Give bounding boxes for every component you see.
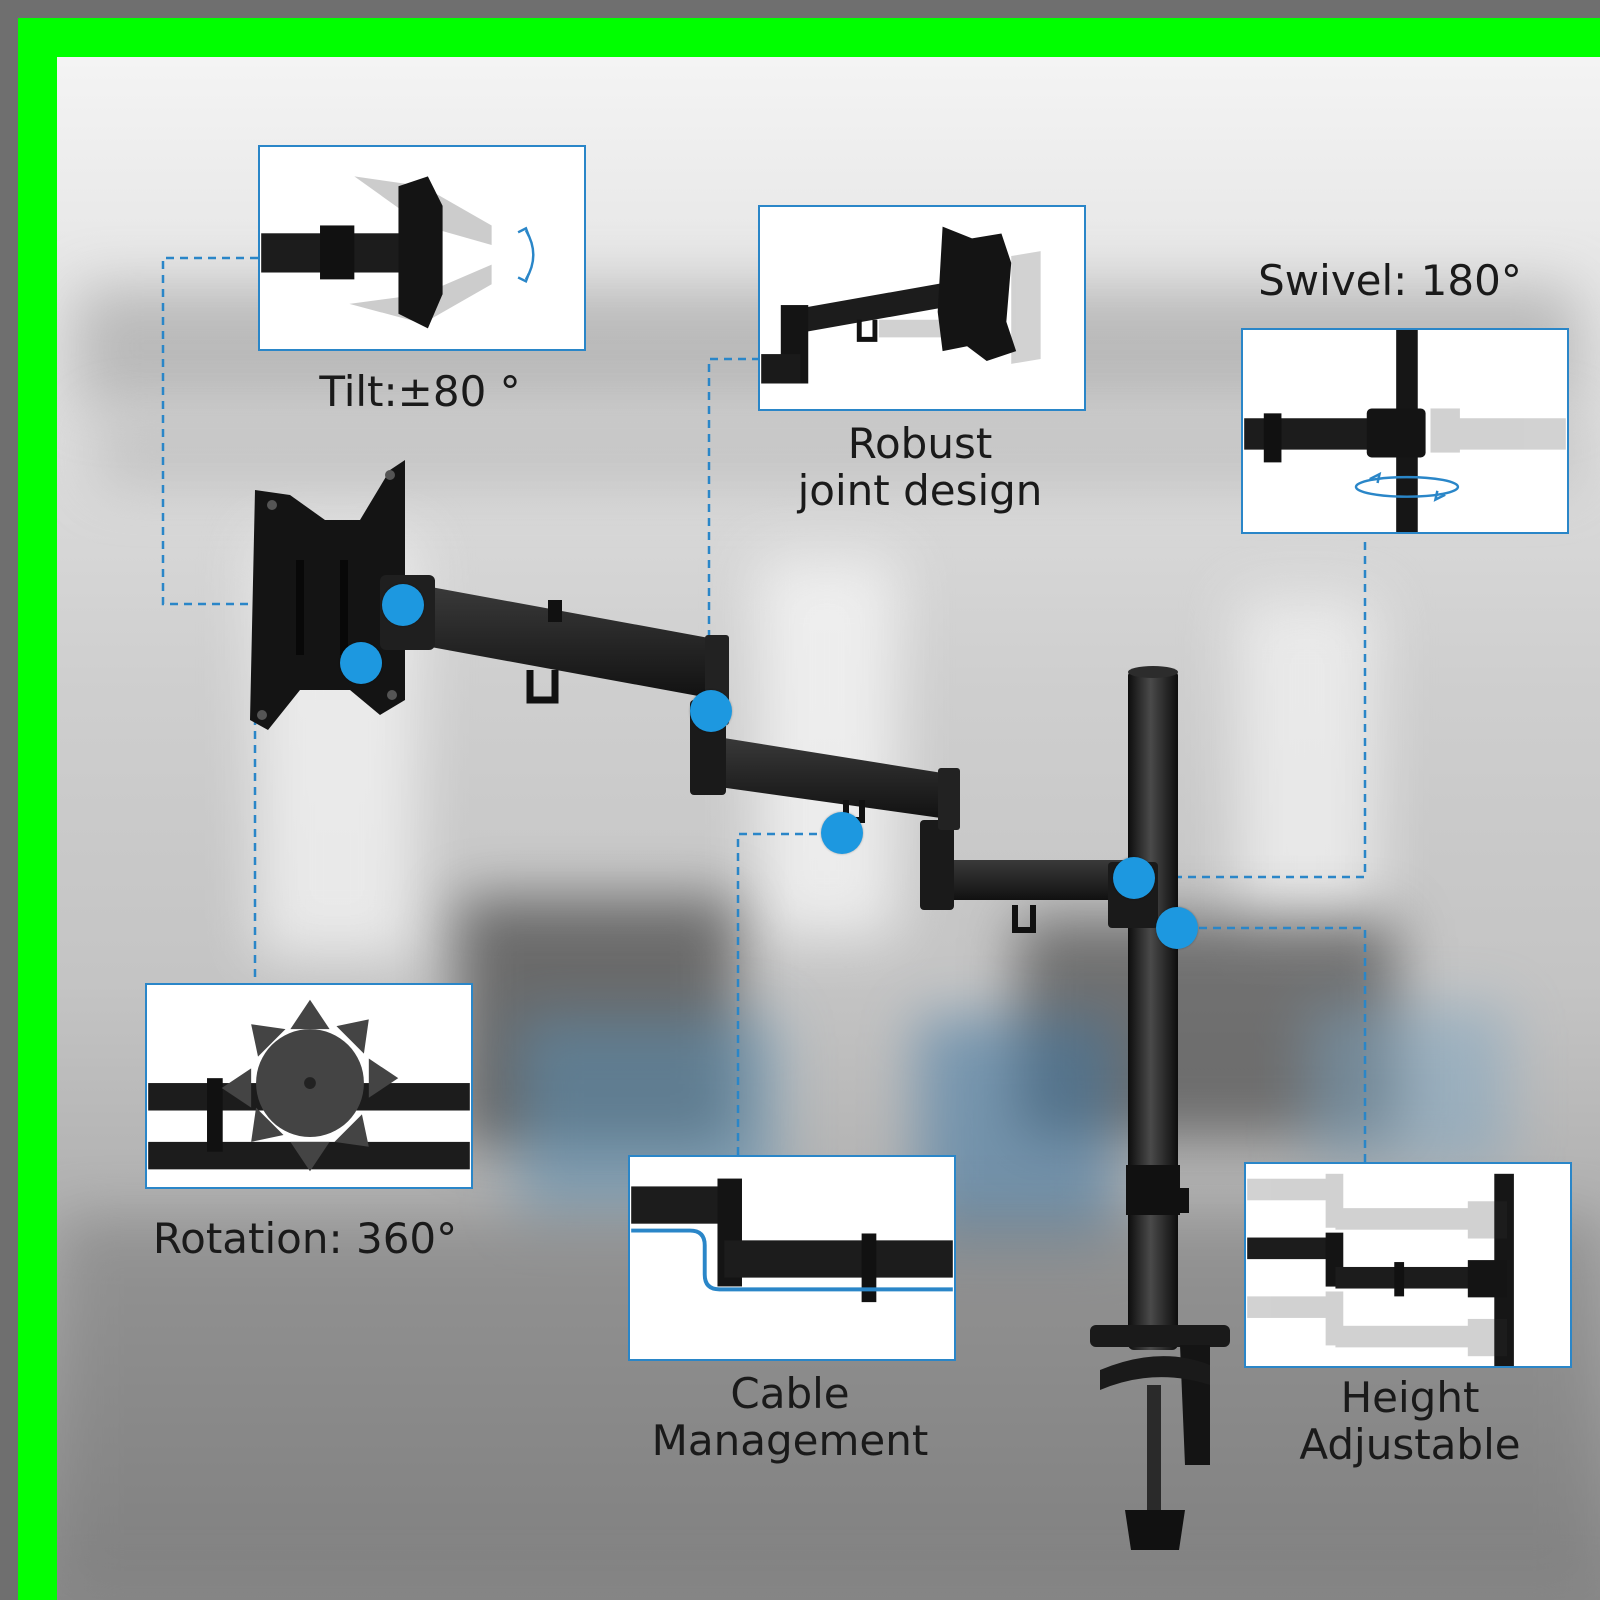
swivel-hotspot-dot [1113, 857, 1155, 899]
vertical-pole [1128, 670, 1178, 1350]
rotation-inset-panel [145, 983, 473, 1189]
rotation-hotspot-dot [340, 642, 382, 684]
height-detail-illustration [1247, 1173, 1514, 1366]
swivel-label: Swivel: 180° [1258, 256, 1522, 305]
cable-label-line1: Cable [730, 1369, 850, 1418]
rotation-detail-illustration [148, 999, 470, 1172]
arm-segment-2 [690, 700, 960, 830]
swivel-detail-illustration [1244, 330, 1566, 532]
joint-hotspot-dot [690, 690, 732, 732]
tilt-inset-panel [258, 145, 586, 351]
swivel-inset-panel [1241, 328, 1569, 534]
height-hotspot-dot [1156, 907, 1198, 949]
cable-label: Cable Management [640, 1370, 940, 1464]
tilt-detail-illustration [261, 176, 535, 329]
height-inset-panel [1244, 1162, 1572, 1368]
cable-label-line2: Management [651, 1416, 929, 1465]
joint-label-line2: joint design [797, 466, 1043, 515]
tilt-hotspot-dot [382, 584, 424, 626]
rotation-label: Rotation: 360° [152, 1214, 458, 1263]
height-label: Height Adjustable [1250, 1374, 1570, 1468]
joint-inset-panel [758, 205, 1086, 411]
tilt-label: Tilt:±80 ° [319, 367, 521, 416]
cable-detail-illustration [631, 1178, 953, 1303]
cable-hotspot-dot [821, 812, 863, 854]
height-label-line2: Adjustable [1299, 1420, 1521, 1469]
joint-label: Robust joint design [780, 420, 1060, 514]
joint-label-line1: Robust [847, 419, 993, 468]
height-label-line1: Height [1340, 1373, 1480, 1422]
arm-segment-1 [420, 585, 729, 725]
cable-inset-panel [628, 1155, 956, 1361]
desk-clamp [1090, 1325, 1230, 1550]
joint-detail-illustration [761, 226, 1041, 384]
